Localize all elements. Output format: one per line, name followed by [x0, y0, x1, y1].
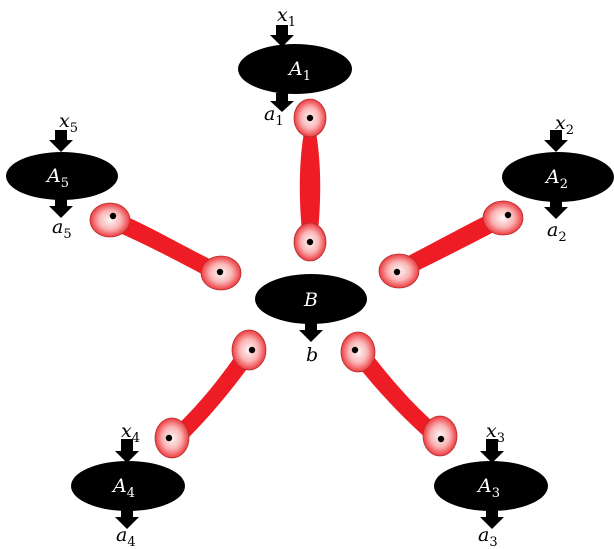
- output-arrow-head-a5: [49, 206, 73, 218]
- output-arrow-shaft-a4: [121, 510, 133, 520]
- link-a3-b-dot-inner: [351, 346, 359, 354]
- input-label-x2: x2: [555, 112, 574, 138]
- link-a4-b-dot-inner: [248, 346, 256, 354]
- output-arrow-head-a1: [270, 101, 294, 112]
- link-a3-b-end-inner: [340, 331, 376, 373]
- link-a4-b: [154, 329, 267, 459]
- output-arrow-shaft-a1: [276, 93, 288, 104]
- node-a4-ellipse: [71, 461, 185, 511]
- output-arrow-head-a3: [480, 517, 504, 529]
- output-arrow-head-a2: [544, 207, 568, 219]
- link-a5-b: [89, 202, 242, 291]
- output-label-a2: a2: [547, 219, 567, 245]
- node-a5-label: A5: [45, 165, 69, 191]
- output-label-b: b: [306, 344, 318, 366]
- input-arrow-shaft-a5: [55, 130, 67, 143]
- node-b: B b: [255, 274, 367, 366]
- output-arrow-shaft-a3: [486, 510, 498, 520]
- input-arrow-head-a4: [115, 451, 139, 463]
- input-arrow-shaft-a2: [550, 130, 562, 143]
- input-label-x1: x1: [277, 4, 296, 30]
- node-a3: A3 x3 a3: [434, 420, 548, 549]
- node-a1-label: A1: [287, 58, 311, 84]
- input-arrow-head-a2: [544, 140, 568, 152]
- node-a3-label: A3: [476, 475, 500, 501]
- output-label-a1: a1: [264, 103, 284, 129]
- link-a1-b: [293, 98, 327, 262]
- link-a5-b-dot-outer: [109, 212, 117, 220]
- output-label-a5: a5: [52, 216, 72, 242]
- link-a3-b-dot-outer: [437, 435, 445, 443]
- input-label-x5: x5: [59, 110, 78, 136]
- input-arrow-head-a5: [49, 140, 73, 152]
- node-a4-label: A4: [111, 475, 135, 501]
- input-arrow-head-a1: [270, 35, 294, 47]
- link-a2-b: [378, 200, 524, 289]
- link-a5-b-dot-inner: [216, 268, 224, 276]
- node-a2-label: A2: [544, 166, 568, 192]
- link-a3-b: [340, 331, 458, 457]
- node-a1-ellipse: [238, 44, 352, 94]
- link-a2-b-dot-inner: [393, 268, 401, 276]
- output-arrow-head-b: [299, 330, 323, 342]
- node-b-label: B: [303, 289, 318, 311]
- output-arrow-shaft-a2: [550, 201, 562, 210]
- link-a1-b-dot-top: [306, 114, 314, 122]
- input-label-x4: x4: [121, 420, 140, 446]
- input-label-x3: x3: [486, 420, 505, 446]
- input-arrow-shaft-a1: [276, 25, 288, 38]
- link-a2-b-end-outer: [482, 200, 524, 236]
- link-a1-b-dot-bottom: [306, 238, 314, 246]
- output-label-a4: a4: [116, 524, 136, 549]
- node-a1: A1 x1 a1: [238, 4, 352, 129]
- node-a2-ellipse: [502, 152, 614, 202]
- node-a5: A5 x5 a5: [6, 110, 118, 242]
- link-a5-b-end-outer: [89, 202, 131, 238]
- link-a2-b-dot-outer: [504, 211, 512, 219]
- node-a3-ellipse: [434, 461, 548, 511]
- input-arrow-head-a3: [480, 451, 504, 463]
- link-a4-b-dot-outer: [165, 434, 173, 442]
- output-label-a3: a3: [478, 524, 498, 549]
- output-arrow-shaft-a5: [55, 199, 67, 209]
- output-arrow-head-a4: [115, 517, 139, 529]
- output-arrow-shaft-b: [305, 323, 317, 333]
- node-b-ellipse: [255, 274, 367, 324]
- node-a4: A4 x4 a4: [71, 420, 185, 549]
- node-a5-ellipse: [6, 152, 118, 200]
- node-a2: A2 x2 a2: [502, 112, 614, 245]
